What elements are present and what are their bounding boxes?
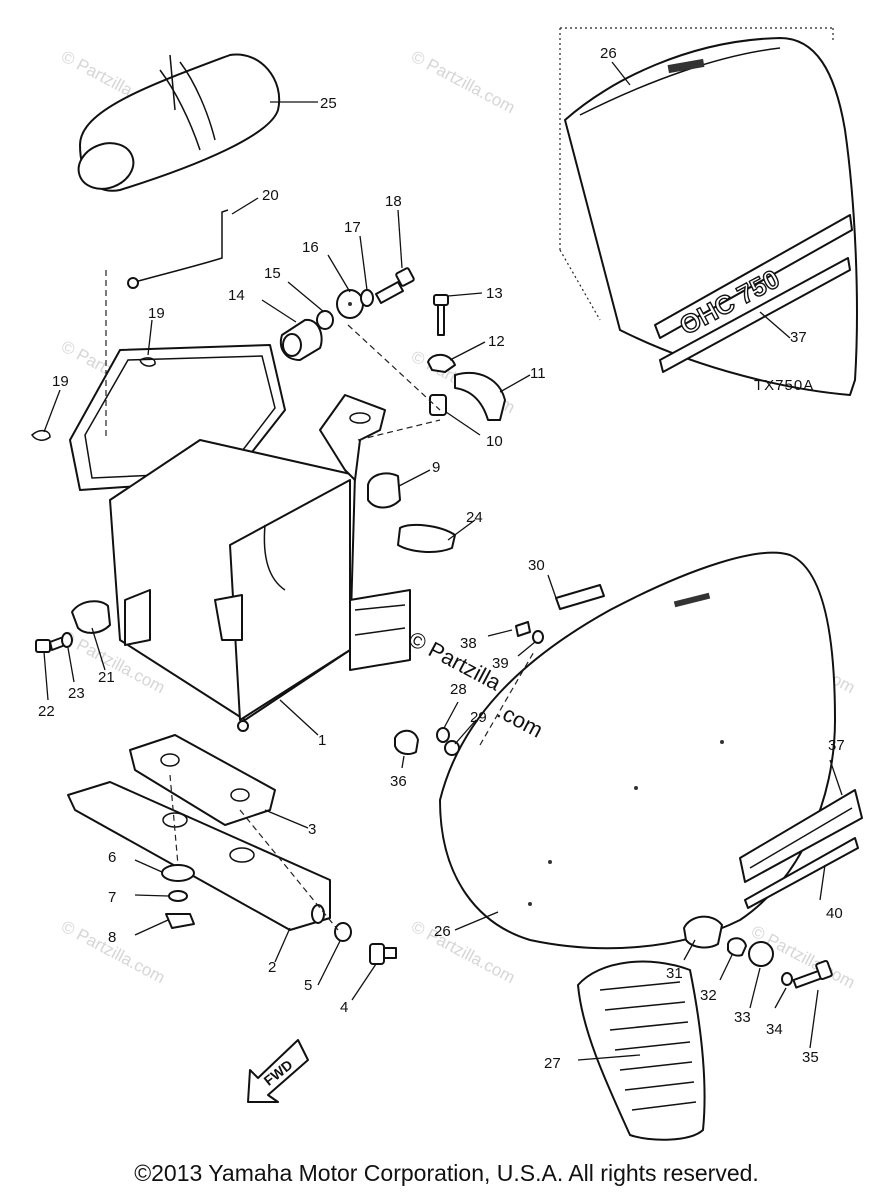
callout-24: 24 (466, 509, 483, 526)
callout-20: 20 (262, 187, 279, 204)
callout-16: 16 (302, 239, 319, 256)
part-3-plate (129, 734, 276, 826)
callout-38: 38 (460, 635, 477, 652)
part-13-bolt (433, 294, 449, 336)
part-36-damper (394, 729, 419, 755)
callout-35: 35 (802, 1049, 819, 1066)
callout-23: 23 (68, 685, 85, 702)
leader-lines (43, 61, 843, 1061)
callout-37b: 37 (828, 737, 845, 754)
part-33-washer (748, 941, 774, 967)
part-15-collar (316, 310, 334, 330)
callout-12: 12 (488, 333, 505, 350)
part-10-collar (429, 394, 447, 416)
part-26-side-cover (439, 551, 836, 950)
callout-6: 6 (108, 849, 116, 866)
fwd-arrow: FWD (247, 1039, 309, 1103)
callout-15: 15 (264, 265, 281, 282)
part-37-badge (739, 789, 863, 883)
callout-11: 11 (530, 365, 546, 382)
callout-19b: 19 (52, 373, 69, 390)
part-24-clip (397, 523, 456, 553)
part-14-damper (280, 318, 323, 361)
callout-39: 39 (492, 655, 509, 672)
part-23-washer (61, 632, 73, 648)
callout-1: 1 (318, 732, 326, 749)
part-40-emblem (744, 837, 859, 909)
part-21-clamp (71, 600, 111, 634)
part-17-washer (360, 289, 374, 307)
callout-8: 8 (108, 929, 116, 946)
callout-31: 31 (666, 965, 683, 982)
callout-7: 7 (108, 889, 116, 906)
part-4-bolt (369, 943, 397, 965)
part-9-damper (367, 472, 401, 509)
part-6-washer (161, 864, 195, 882)
callout-36: 36 (390, 773, 407, 790)
callout-21: 21 (98, 669, 115, 686)
callout-32: 32 (700, 987, 717, 1004)
part-28-grommet (436, 727, 450, 743)
callout-5: 5 (304, 977, 312, 994)
part-8-nut (165, 913, 195, 929)
callout-18: 18 (385, 193, 402, 210)
part-20-rod (127, 209, 229, 289)
callout-2: 2 (268, 959, 276, 976)
callout-34: 34 (766, 1021, 783, 1038)
callout-37a: 37 (790, 329, 807, 346)
callout-labels: 1 2 3 4 5 6 7 8 9 10 11 12 13 14 15 16 1… (38, 45, 845, 1072)
copyright-notice: ©2013 Yamaha Motor Corporation, U.S.A. A… (134, 1160, 759, 1186)
callout-17: 17 (344, 219, 361, 236)
part-1-battery-box (69, 344, 411, 732)
callout-10: 10 (486, 433, 503, 450)
callout-40: 40 (826, 905, 843, 922)
part-11-band (454, 372, 506, 421)
part-2-bracket (67, 781, 331, 931)
callout-22: 22 (38, 703, 55, 720)
model-code: TX750A (754, 377, 814, 394)
part-19-clips (31, 357, 156, 441)
callout-25: 25 (320, 95, 337, 112)
parts-diagram: © Partzilla.com © Partzilla.com © Partzi… (31, 27, 863, 1141)
part-25-tool-bag (77, 53, 281, 192)
alignment-lines (105, 270, 536, 931)
part-30-rubber (555, 584, 605, 610)
callout-13: 13 (486, 285, 503, 302)
callout-9: 9 (432, 459, 440, 476)
callout-29: 29 (470, 709, 487, 726)
part-35-bolt (792, 959, 833, 989)
callout-3: 3 (308, 821, 316, 838)
part-5-nut (334, 922, 352, 942)
callout-30: 30 (528, 557, 545, 574)
part-32-collar (727, 937, 747, 957)
callout-27: 27 (544, 1055, 561, 1072)
part-31-damper (683, 915, 723, 949)
callout-4: 4 (340, 999, 348, 1016)
part-12-washer (427, 353, 456, 373)
part-18-bolt (375, 267, 415, 304)
part-27-pad (577, 960, 706, 1141)
callout-19a: 19 (148, 305, 165, 322)
part-38-nut (515, 621, 531, 637)
part-34-washer (781, 972, 793, 986)
callout-26a: 26 (600, 45, 617, 62)
callout-14: 14 (228, 287, 245, 304)
callout-26b: 26 (434, 923, 451, 940)
part-39-nut (532, 630, 544, 644)
part-29-grommet (444, 740, 460, 756)
part-7-washer (168, 890, 188, 902)
callout-28: 28 (450, 681, 467, 698)
watermark: © Partzilla.com (408, 47, 518, 118)
inset-frame (559, 27, 834, 321)
callout-33: 33 (734, 1009, 751, 1026)
part-16-washer (336, 289, 364, 319)
